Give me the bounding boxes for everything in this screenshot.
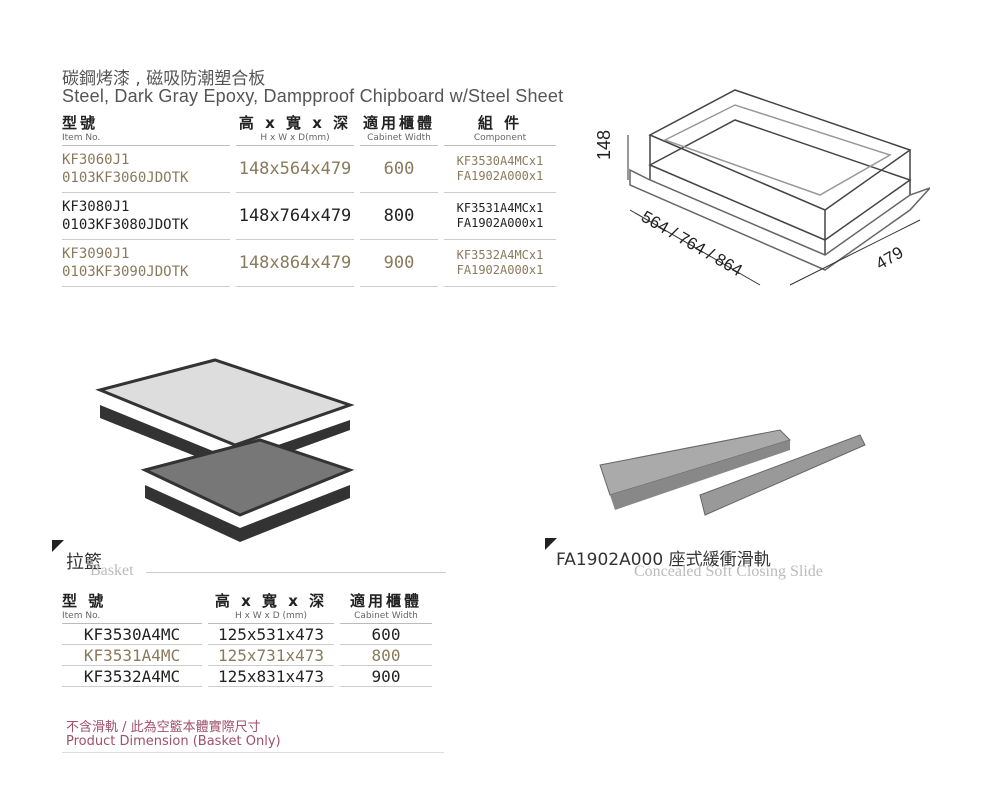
header-dim-zh: 高 x 寬 x 深 (214, 592, 328, 610)
header-dim-zh: 高 x 寬 x 深 (238, 114, 352, 132)
table-row: KF3532A4MC 125x831x473 900 (62, 666, 432, 687)
item-no: KF3060J1 (62, 152, 130, 168)
divider (62, 752, 444, 753)
section-marker (52, 540, 64, 552)
header-width-en: Cabinet Width (340, 611, 432, 624)
cabinet-width: 800 (340, 645, 432, 666)
cabinet-width: 900 (360, 240, 438, 287)
component: FA1902A000x1 (456, 169, 544, 183)
component: KF3531A4MCx1 (456, 201, 544, 215)
cabinet-width: 800 (360, 193, 438, 240)
cabinet-width: 600 (340, 624, 432, 645)
dimension: 148x864x479 (236, 240, 354, 287)
slide-image (599, 429, 866, 516)
item-no: KF3530A4MC (62, 624, 202, 645)
item-no: KF3531A4MC (62, 645, 202, 666)
header-width-zh: 適用櫃體 (362, 114, 435, 132)
item-code: 0103KF3090JDOTK (62, 264, 189, 280)
cabinet-width: 600 (360, 146, 438, 193)
basket-image (95, 358, 355, 542)
width-label: 564 / 764 / 864 (638, 207, 746, 280)
header-item-en: Item No. (62, 133, 230, 146)
divider (146, 572, 446, 573)
basket-title-en: Basket (90, 562, 134, 579)
header-comp-en: Component (444, 133, 556, 146)
header-width-zh: 適用櫃體 (349, 592, 422, 610)
depth-label: 479 (873, 243, 907, 274)
note-en: Product Dimension (Basket Only) (66, 734, 281, 749)
table-row: KF3530A4MC 125x531x473 600 (62, 624, 432, 645)
basket-title-zh: 拉籃 (66, 552, 102, 573)
header-dim-en: H x W x D(mm) (236, 133, 354, 146)
header-item-zh: 型號 (62, 114, 99, 132)
material-zh: 碳鋼烤漆 , 磁吸防潮塑合板 (62, 69, 266, 89)
component: FA1902A000x1 (456, 216, 544, 230)
header-comp-zh: 組 件 (477, 114, 523, 132)
item-no: KF3080J1 (62, 199, 130, 215)
component: KF3530A4MCx1 (456, 154, 544, 168)
dimension: 125x831x473 (208, 666, 334, 687)
component: FA1902A000x1 (456, 263, 544, 277)
item-no: KF3090J1 (62, 246, 130, 262)
table-row: KF3531A4MC 125x731x473 800 (62, 645, 432, 666)
dimension: 125x731x473 (208, 645, 334, 666)
dimension: 148x564x479 (236, 146, 354, 193)
item-no: KF3532A4MC (62, 666, 202, 687)
header-dim-en: H x W x D (mm) (208, 611, 334, 624)
cabinet-width: 900 (340, 666, 432, 687)
item-code: 0103KF3080JDOTK (62, 217, 189, 233)
dimension: 125x531x473 (208, 624, 334, 645)
dimension-diagram: 148 564 / 764 / 864 479 (594, 89, 930, 286)
basket-top-frame (648, 89, 912, 211)
section-marker (545, 538, 557, 550)
dimension: 148x764x479 (236, 193, 354, 240)
height-label: 148 (594, 130, 614, 160)
header-width-en: Cabinet Width (360, 133, 438, 146)
header-item-zh: 型 號 (62, 592, 107, 610)
item-code: 0103KF3060JDOTK (62, 170, 189, 186)
slide-title: FA1902A000 座式緩衝滑軌 (556, 550, 771, 570)
slide-subtitle: Concealed Soft Closing Slide (634, 563, 823, 580)
header-item-en: Item No. (62, 611, 202, 624)
material-en: Steel, Dark Gray Epoxy, Dampproof Chipbo… (62, 86, 564, 106)
component: KF3532A4MCx1 (456, 248, 544, 262)
note-zh: 不含滑軌 / 此為空籃本體實際尺寸 (66, 720, 261, 735)
